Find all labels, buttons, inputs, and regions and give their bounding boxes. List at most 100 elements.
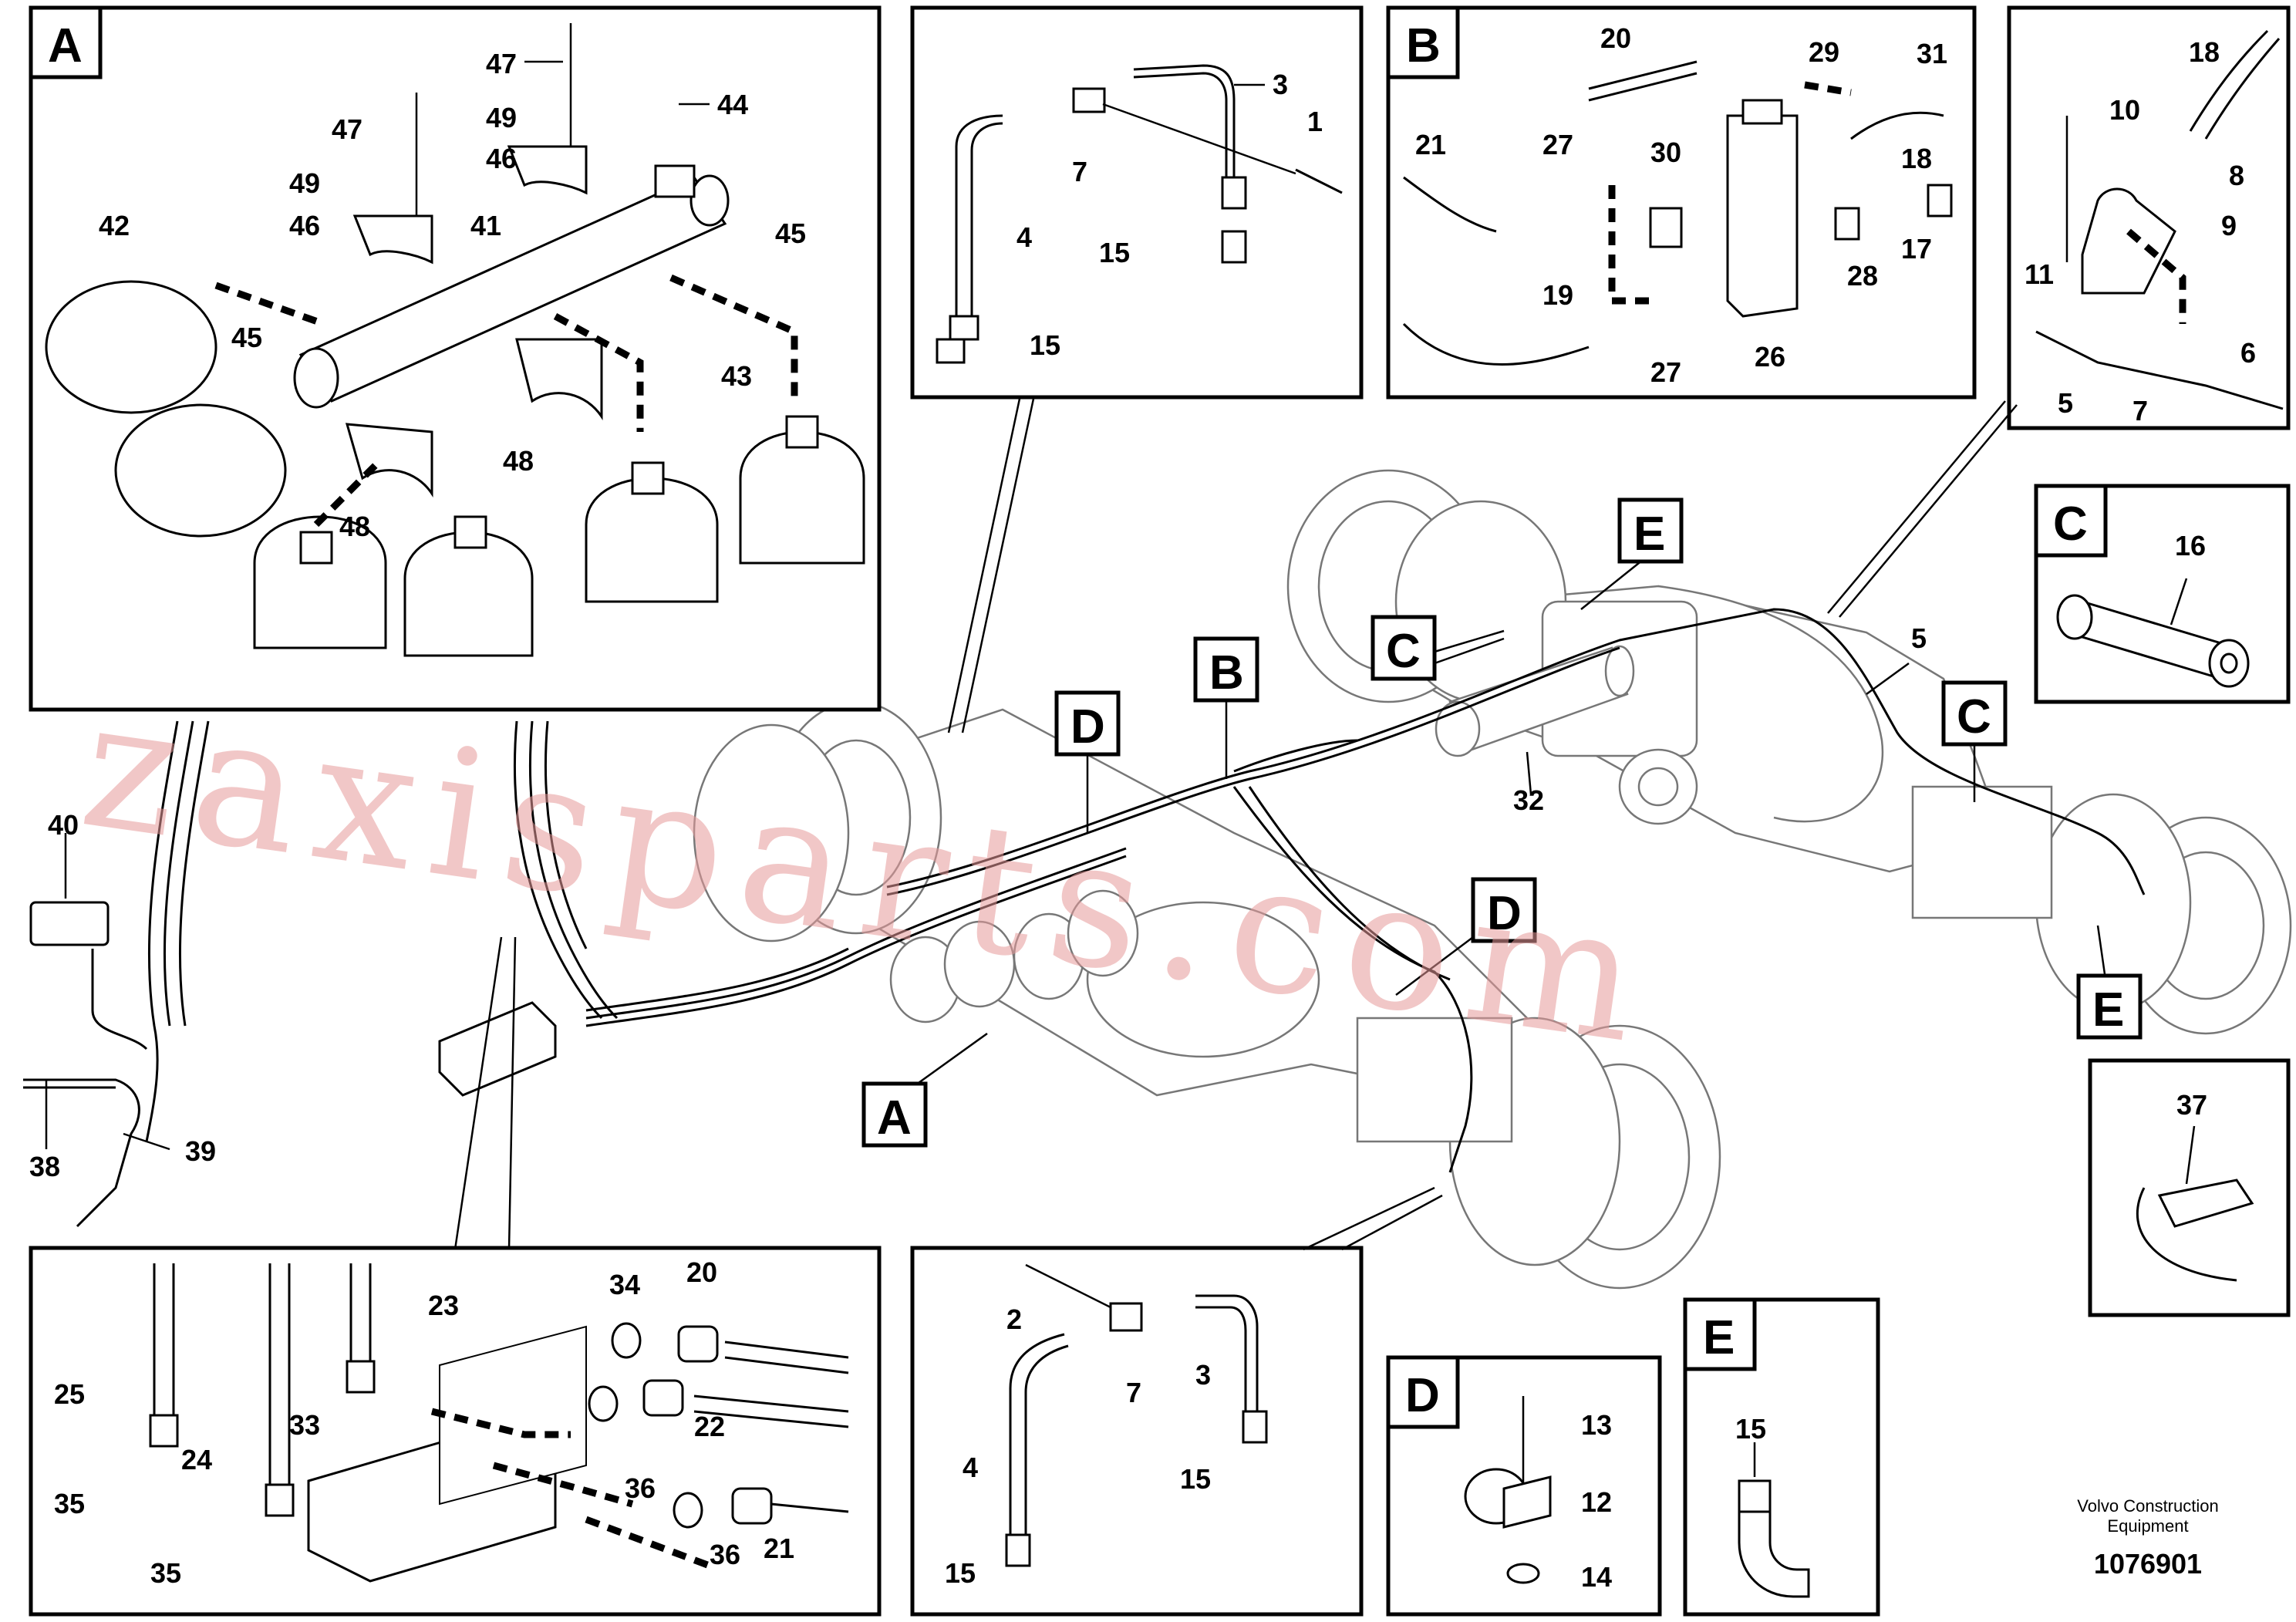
footer: Volvo Construction Equipment 1076901 bbox=[2077, 1496, 2218, 1580]
callout-15d: 15 bbox=[945, 1557, 976, 1589]
panel-D: D 13 12 14 bbox=[1386, 1355, 1662, 1617]
callout-8: 8 bbox=[2229, 160, 2244, 191]
callout-box-E2: E bbox=[2092, 983, 2124, 1037]
callout-40: 40 bbox=[48, 809, 79, 841]
callout-24: 24 bbox=[181, 1444, 212, 1475]
callout-48b: 48 bbox=[339, 511, 370, 542]
callout-15e: 15 bbox=[1735, 1413, 1766, 1445]
panel-top-right: 18 10 8 9 11 5 7 6 bbox=[2007, 5, 2291, 430]
callout-box-E1: E bbox=[1633, 508, 1665, 561]
callout-12: 12 bbox=[1581, 1486, 1612, 1518]
brand-line-1: Volvo Construction bbox=[2077, 1496, 2218, 1516]
callout-33: 33 bbox=[289, 1409, 320, 1441]
panel-top-pipe: 3 1 7 4 15 15 bbox=[910, 5, 1364, 400]
callout-9: 9 bbox=[2221, 210, 2237, 241]
valve-group-40: 40 38 39 bbox=[23, 720, 216, 1228]
callout-15a: 15 bbox=[1099, 237, 1130, 268]
panel-B: B 20 29 31 21 27 30 18 17 28 19 27 26 bbox=[1386, 5, 1977, 400]
panel-bottom-left: 23 34 20 25 33 22 24 36 35 36 35 21 bbox=[29, 1246, 882, 1617]
callout-10: 10 bbox=[2109, 94, 2140, 126]
callout-15b: 15 bbox=[1030, 329, 1060, 361]
callout-46a: 46 bbox=[486, 143, 517, 174]
callout-3a: 3 bbox=[1273, 69, 1288, 100]
callout-28: 28 bbox=[1847, 260, 1878, 292]
callout-2: 2 bbox=[1006, 1303, 1022, 1335]
callout-13: 13 bbox=[1581, 1409, 1612, 1441]
callout-43: 43 bbox=[721, 360, 752, 392]
callout-1: 1 bbox=[1307, 106, 1323, 137]
callout-47a: 47 bbox=[486, 48, 517, 79]
callout-box-B: B bbox=[1209, 646, 1244, 700]
callout-48a: 48 bbox=[503, 445, 534, 477]
panel-B-letter: B bbox=[1406, 19, 1441, 73]
callout-23: 23 bbox=[428, 1290, 459, 1321]
callout-39: 39 bbox=[185, 1135, 216, 1167]
callout-49a: 49 bbox=[486, 102, 517, 133]
callout-35b: 35 bbox=[150, 1557, 181, 1589]
callout-15c: 15 bbox=[1180, 1463, 1211, 1495]
callout-20b: 20 bbox=[686, 1256, 717, 1288]
panel-E-letter: E bbox=[1703, 1311, 1735, 1364]
callout-45b: 45 bbox=[231, 322, 262, 353]
main-callouts: A B C C D D E E 5 32 bbox=[453, 398, 2143, 1251]
callout-21b: 21 bbox=[764, 1533, 794, 1564]
panel-A-letter: A bbox=[48, 19, 83, 73]
callout-17: 17 bbox=[1901, 233, 1932, 265]
callout-box-C2: C bbox=[1957, 690, 1991, 744]
callout-box-A: A bbox=[877, 1091, 912, 1145]
callout-16: 16 bbox=[2175, 530, 2206, 561]
callout-box-D2: D bbox=[1487, 887, 1522, 940]
callout-34: 34 bbox=[609, 1269, 640, 1300]
callout-27b: 27 bbox=[1650, 356, 1681, 388]
callout-45a: 45 bbox=[775, 218, 806, 249]
callout-11: 11 bbox=[2025, 258, 2054, 290]
callout-7a: 7 bbox=[1072, 156, 1087, 187]
panel-C-letter: C bbox=[2053, 497, 2088, 551]
callout-20a: 20 bbox=[1600, 22, 1631, 54]
callout-26: 26 bbox=[1755, 341, 1785, 373]
callout-7c: 7 bbox=[1126, 1377, 1141, 1408]
callout-46b: 46 bbox=[289, 210, 320, 241]
callout-41: 41 bbox=[470, 210, 501, 241]
callout-14: 14 bbox=[1581, 1561, 1612, 1593]
doc-number: 1076901 bbox=[2094, 1548, 2202, 1580]
callout-37: 37 bbox=[2176, 1089, 2207, 1121]
panel-C: C 16 bbox=[2034, 484, 2291, 704]
callout-49b: 49 bbox=[289, 167, 320, 199]
panel-bottom-pipe: 2 7 3 4 15 15 bbox=[910, 1246, 1364, 1617]
callout-36b: 36 bbox=[710, 1539, 740, 1570]
callout-4b: 4 bbox=[963, 1452, 978, 1483]
callout-25: 25 bbox=[54, 1378, 85, 1410]
callout-7b: 7 bbox=[2132, 395, 2148, 427]
callout-18b: 18 bbox=[2189, 36, 2220, 68]
brand-line-2: Equipment bbox=[2107, 1516, 2188, 1536]
panel-D-letter: D bbox=[1405, 1369, 1440, 1422]
callout-42: 42 bbox=[99, 210, 130, 241]
callout-32: 32 bbox=[1513, 784, 1544, 816]
callout-38: 38 bbox=[29, 1151, 60, 1182]
callout-18a: 18 bbox=[1901, 143, 1932, 174]
callout-27a: 27 bbox=[1542, 129, 1573, 160]
callout-box-D1: D bbox=[1070, 700, 1105, 754]
callout-21a: 21 bbox=[1415, 129, 1446, 160]
callout-30: 30 bbox=[1650, 137, 1681, 168]
callout-31: 31 bbox=[1917, 38, 1947, 69]
callout-35a: 35 bbox=[54, 1488, 85, 1519]
axle-assembly-drawing bbox=[438, 469, 2292, 1290]
callout-6: 6 bbox=[2240, 337, 2256, 369]
callout-3b: 3 bbox=[1195, 1359, 1211, 1391]
callout-47b: 47 bbox=[332, 113, 362, 145]
callout-29: 29 bbox=[1809, 36, 1839, 68]
callout-19: 19 bbox=[1542, 279, 1573, 311]
callout-5b: 5 bbox=[1911, 622, 1927, 654]
callout-44: 44 bbox=[717, 89, 748, 120]
panel-E: E 15 bbox=[1683, 1297, 1880, 1617]
callout-box-C1: C bbox=[1386, 625, 1421, 678]
panel-A: A 47 44 49 47 46 49 bbox=[29, 5, 882, 712]
panel-clip: 37 bbox=[2088, 1058, 2291, 1317]
callout-36a: 36 bbox=[625, 1472, 656, 1504]
callout-5a: 5 bbox=[2058, 387, 2073, 419]
callout-22: 22 bbox=[694, 1411, 725, 1442]
callout-4a: 4 bbox=[1017, 221, 1032, 253]
